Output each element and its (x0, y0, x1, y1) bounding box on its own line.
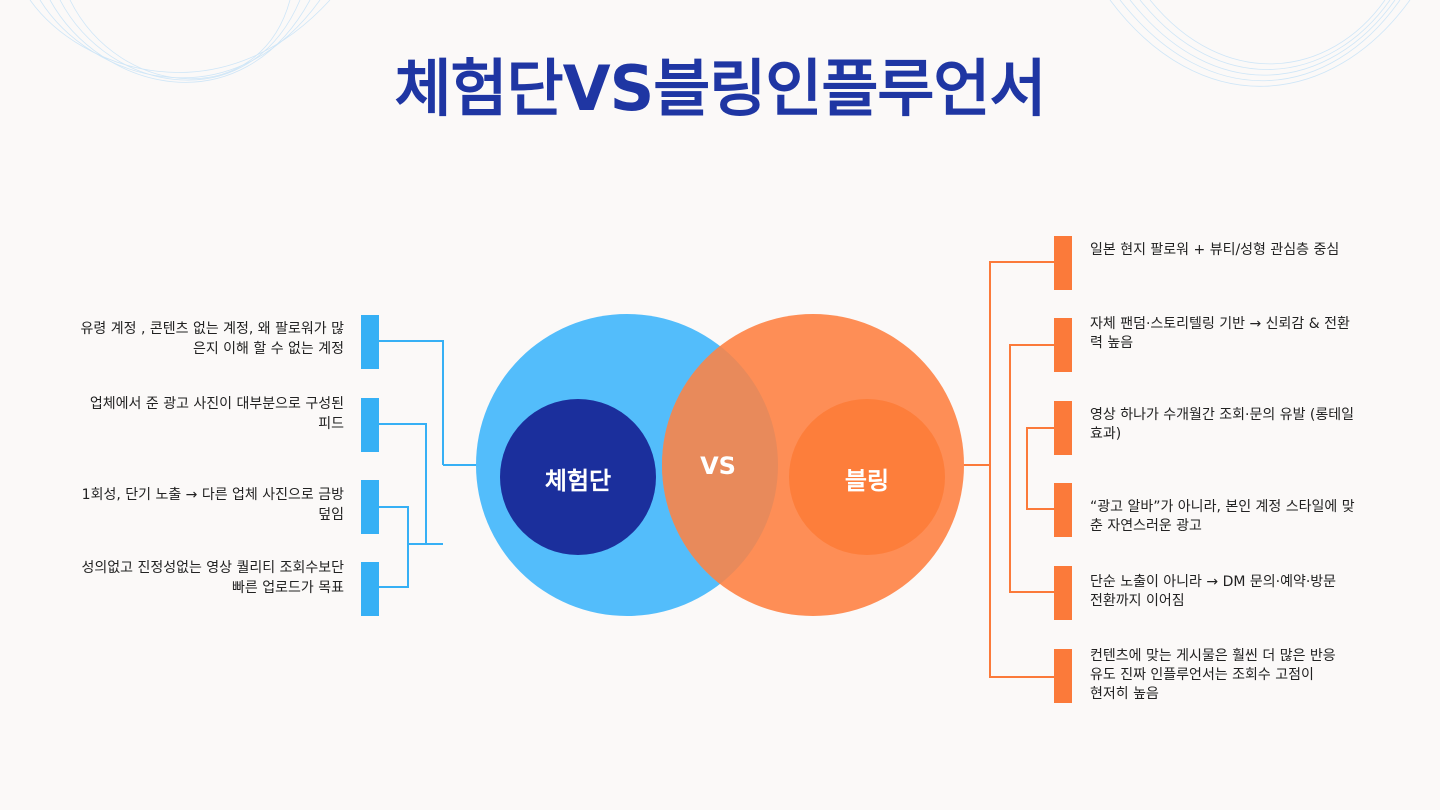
right-item-5-line1: 단순 노출이 아니라 → DM 문의·예약·방문 (1090, 574, 1337, 590)
page-title: 체험단VS블링인플루언서 (394, 52, 1046, 125)
right-item-5: 단순 노출이 아니라 → DM 문의·예약·방문 전환까지 이어짐 (1090, 573, 1400, 611)
left-item-3: 1회성, 단기 노출 → 다른 업체 사진으로 금방 덮임 (44, 485, 344, 525)
left-item-4: 성의없고 진정성없는 영상 퀄리티 조회수보단 빠른 업로드가 목표 (44, 558, 344, 598)
right-item-4-line1: “광고 알바”가 아니라, 본인 계정 스타일에 맞 (1090, 499, 1355, 515)
connector-right-inner (1026, 427, 1054, 510)
right-item-1-line1: 일본 현지 팔로워 + 뷰티/성형 관심층 중심 (1090, 242, 1340, 258)
left-item-4-line2: 빠른 업로드가 목표 (232, 580, 344, 596)
right-small-circle (789, 399, 945, 555)
left-item-2-line2: 피드 (318, 416, 344, 432)
left-small-circle (500, 399, 656, 555)
left-item-1-line2: 은지 이해 할 수 없는 계정 (192, 341, 344, 357)
connector-right-outer (989, 261, 1054, 678)
right-item-6: 컨텐츠에 맞는 게시물은 훨씬 더 많은 반응 유도 진짜 인플루언서는 조회수… (1090, 647, 1400, 704)
right-bar-5 (1054, 566, 1072, 620)
left-item-1-line1: 유령 계정 , 콘텐츠 없는 계정, 왜 팔로워가 많 (80, 321, 344, 337)
right-bar-6 (1054, 649, 1072, 703)
connector-right-mid (1009, 344, 1054, 593)
connector-left-1 (379, 340, 444, 465)
left-item-2: 업체에서 준 광고 사진이 대부분으로 구성된 피드 (44, 394, 344, 434)
right-item-3-line1: 영상 하나가 수개월간 조회·문의 유발 (롱테일 (1090, 407, 1355, 423)
right-bar-3 (1054, 401, 1072, 455)
right-item-6-line1: 컨텐츠에 맞는 게시물은 훨씬 더 많은 반응 (1090, 648, 1336, 664)
connector-left-2 (379, 423, 443, 545)
overlap-region (662, 314, 778, 616)
left-circle-label: 체험단 (544, 467, 612, 495)
right-item-6-line2: 유도 진짜 인플루언서는 조회수 고점이 (1090, 667, 1314, 683)
right-item-4: “광고 알바”가 아니라, 본인 계정 스타일에 맞 춘 자연스러운 광고 (1090, 498, 1400, 536)
right-bar-2 (1054, 318, 1072, 372)
right-bar-1 (1054, 236, 1072, 290)
right-item-6-line3: 현저히 높음 (1090, 686, 1159, 702)
decorative-waves (29, 0, 1411, 87)
right-bar-4 (1054, 483, 1072, 537)
right-item-1: 일본 현지 팔로워 + 뷰티/성형 관심층 중심 (1090, 241, 1400, 260)
left-item-3-line2: 덮임 (318, 507, 344, 523)
right-item-2: 자체 팬덤·스토리텔링 기반 → 신뢰감 & 전환 력 높음 (1090, 315, 1400, 353)
left-bar-4 (361, 562, 379, 616)
connector-left-3 (379, 506, 409, 588)
right-item-2-line2: 력 높음 (1090, 335, 1134, 351)
left-item-3-line1: 1회성, 단기 노출 → 다른 업체 사진으로 금방 (81, 487, 344, 503)
right-item-2-line1: 자체 팬덤·스토리텔링 기반 → 신뢰감 & 전환 (1090, 316, 1350, 332)
left-bar-2 (361, 398, 379, 452)
left-item-4-line1: 성의없고 진정성없는 영상 퀄리티 조회수보단 (81, 560, 344, 576)
right-item-5-line2: 전환까지 이어짐 (1090, 593, 1185, 609)
left-bar-3 (361, 480, 379, 534)
left-item-2-line1: 업체에서 준 광고 사진이 대부분으로 구성된 (89, 396, 344, 412)
left-item-1: 유령 계정 , 콘텐츠 없는 계정, 왜 팔로워가 많 은지 이해 할 수 없는… (44, 319, 344, 359)
right-item-3: 영상 하나가 수개월간 조회·문의 유발 (롱테일 효과) (1090, 406, 1400, 444)
vs-label: VS (700, 452, 736, 480)
left-bar-1 (361, 315, 379, 369)
right-item-4-line2: 춘 자연스러운 광고 (1090, 518, 1202, 534)
right-circle-label: 블링 (844, 467, 890, 495)
right-item-3-line2: 효과) (1090, 426, 1122, 442)
